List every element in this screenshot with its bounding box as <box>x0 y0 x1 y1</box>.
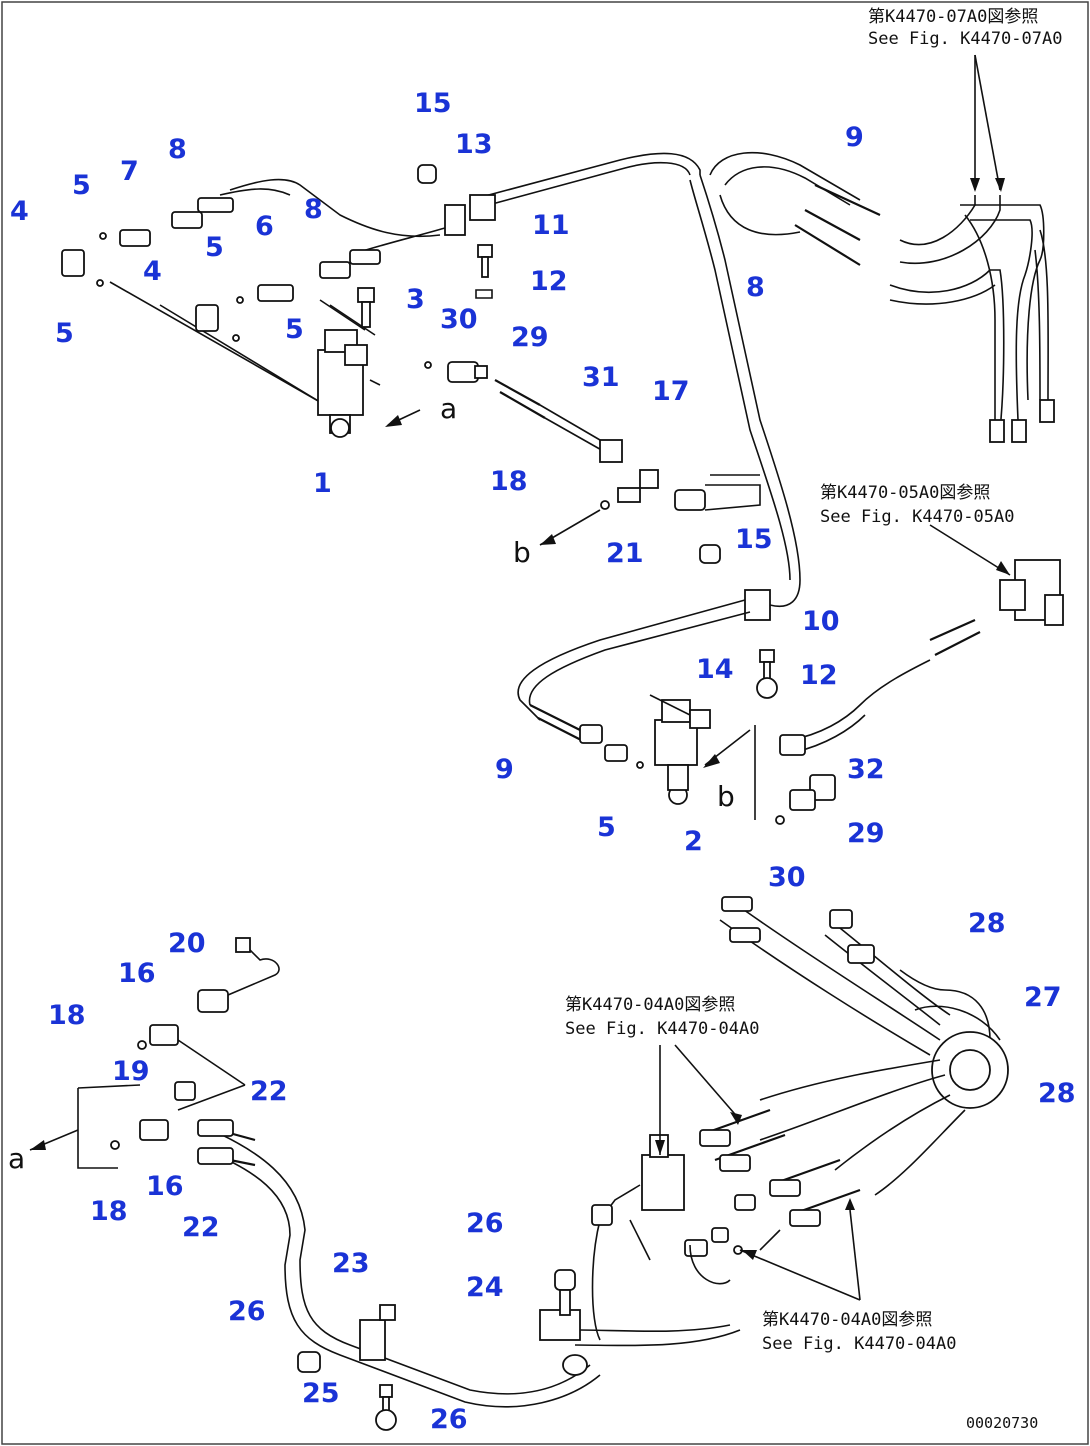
callout-17: 17 <box>652 376 690 407</box>
reference-note-4-en: See Fig. K4470-04A0 <box>762 1334 956 1354</box>
callout-8: 8 <box>304 194 323 225</box>
callout-26: 26 <box>466 1208 504 1239</box>
callout-21: 21 <box>606 538 644 569</box>
reference-note-4-jp: 第K4470-04A0図参照 <box>762 1310 932 1330</box>
reference-note-3-jp: 第K4470-04A0図参照 <box>565 995 735 1015</box>
callout-23: 23 <box>332 1248 370 1279</box>
callout-26: 26 <box>228 1296 266 1327</box>
flow-letter-a-2: a <box>8 1142 25 1175</box>
callout-7: 7 <box>120 156 139 187</box>
callout-15: 15 <box>414 88 452 119</box>
callout-12: 12 <box>530 266 568 297</box>
callout-1: 1 <box>313 468 332 499</box>
reference-note-1-jp: 第K4470-07A0図参照 <box>868 7 1038 27</box>
callout-27: 27 <box>1024 982 1062 1013</box>
callout-3: 3 <box>406 284 425 315</box>
callout-9: 9 <box>495 754 514 785</box>
callout-5: 5 <box>285 314 304 345</box>
callout-4: 4 <box>143 256 162 287</box>
callout-5: 5 <box>55 318 74 349</box>
flow-letter-b-2: b <box>717 780 735 813</box>
callout-8: 8 <box>168 134 187 165</box>
piping-line-art <box>29 54 1064 1431</box>
callout-18: 18 <box>48 1000 86 1031</box>
callout-20: 20 <box>168 928 206 959</box>
callout-26: 26 <box>430 1404 468 1435</box>
flow-letter-a-1: a <box>440 392 457 425</box>
callout-5: 5 <box>72 170 91 201</box>
reference-note-1-en: See Fig. K4470-07A0 <box>868 29 1062 49</box>
callout-29: 29 <box>511 322 549 353</box>
callout-13: 13 <box>455 129 493 160</box>
callout-18: 18 <box>490 466 528 497</box>
callout-16: 16 <box>146 1171 184 1202</box>
callout-28: 28 <box>968 908 1006 939</box>
callout-16: 16 <box>118 958 156 989</box>
drawing-code: 00020730 <box>966 1414 1038 1432</box>
flow-letter-b-1: b <box>513 536 531 569</box>
callout-28: 28 <box>1038 1078 1076 1109</box>
callout-15: 15 <box>735 524 773 555</box>
callout-5: 5 <box>205 232 224 263</box>
callout-5: 5 <box>597 812 616 843</box>
part-callouts: 15 13 8 7 9 5 4 8 11 6 5 12 4 8 3 5 30 2… <box>10 88 1076 1435</box>
callout-32: 32 <box>847 754 885 785</box>
callout-25: 25 <box>302 1378 340 1409</box>
callout-12: 12 <box>800 660 838 691</box>
callout-31: 31 <box>582 362 620 393</box>
callout-11: 11 <box>532 210 570 241</box>
callout-18: 18 <box>90 1196 128 1227</box>
reference-note-2-en: See Fig. K4470-05A0 <box>820 507 1014 527</box>
callout-30: 30 <box>768 862 806 893</box>
callout-4: 4 <box>10 196 29 227</box>
callout-24: 24 <box>466 1272 504 1303</box>
callout-19: 19 <box>112 1056 150 1087</box>
callout-29: 29 <box>847 818 885 849</box>
reference-note-3-en: See Fig. K4470-04A0 <box>565 1019 759 1039</box>
callout-6: 6 <box>255 211 274 242</box>
callout-22: 22 <box>250 1076 288 1107</box>
figure-reference-notes: 第K4470-07A0図参照 See Fig. K4470-07A0 第K447… <box>565 7 1062 1432</box>
flow-letters: a b b a <box>8 392 735 1175</box>
reference-note-2-jp: 第K4470-05A0図参照 <box>820 483 990 503</box>
callout-2: 2 <box>684 826 703 857</box>
callout-14: 14 <box>696 654 734 685</box>
callout-8: 8 <box>746 272 765 303</box>
callout-9: 9 <box>845 122 864 153</box>
callout-10: 10 <box>802 606 840 637</box>
callout-30: 30 <box>440 304 478 335</box>
callout-22: 22 <box>182 1212 220 1243</box>
